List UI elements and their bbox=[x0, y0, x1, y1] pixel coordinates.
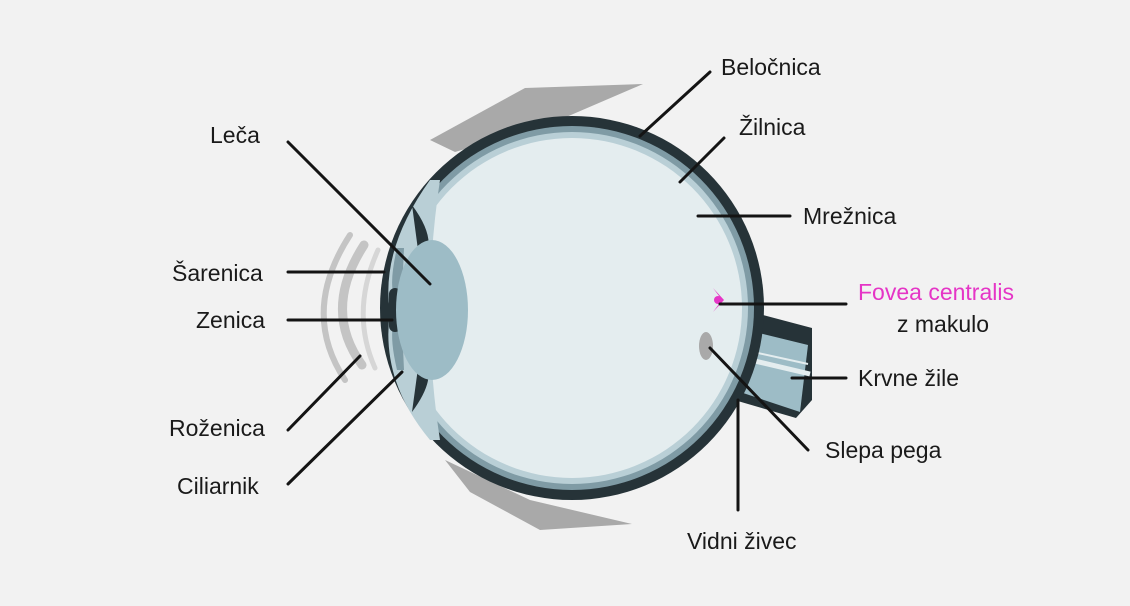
label-sarenica: Šarenica bbox=[172, 259, 263, 286]
leader-rozenica bbox=[286, 354, 362, 432]
upper-eye-muscle bbox=[430, 84, 643, 152]
lower-eye-muscle bbox=[445, 460, 632, 530]
leader-zilnica bbox=[678, 136, 726, 184]
vitreous-body bbox=[402, 138, 742, 478]
label-slepa-pega: Slepa pega bbox=[825, 437, 942, 463]
label-ciliarnik: Ciliarnik bbox=[177, 473, 259, 499]
label-zenica: Zenica bbox=[196, 307, 265, 333]
cornea-inner bbox=[360, 247, 381, 371]
label-belocnica: Beločnica bbox=[721, 54, 821, 80]
label-mreznica: Mrežnica bbox=[803, 203, 897, 229]
fovea-dot bbox=[714, 296, 722, 304]
label-vidni-zivec: Vidni živec bbox=[687, 528, 797, 554]
leader-slepa-pega bbox=[708, 346, 810, 452]
label-z-makulo: z makulo bbox=[897, 311, 989, 337]
label-rozenica: Roženica bbox=[169, 415, 265, 441]
label-leca: Leča bbox=[210, 122, 260, 148]
cornea-outer-arc bbox=[320, 232, 353, 383]
cornea bbox=[338, 240, 369, 370]
leader-leca bbox=[286, 140, 432, 286]
blind-spot bbox=[699, 332, 713, 360]
label-fovea-centralis: Fovea centralis bbox=[858, 279, 1014, 305]
leader-belocnica bbox=[638, 70, 712, 138]
label-zilnica: Žilnica bbox=[739, 114, 806, 140]
label-krvne-zile: Krvne žile bbox=[858, 365, 959, 391]
lens bbox=[396, 240, 468, 380]
leader-ciliarnik bbox=[286, 370, 404, 486]
